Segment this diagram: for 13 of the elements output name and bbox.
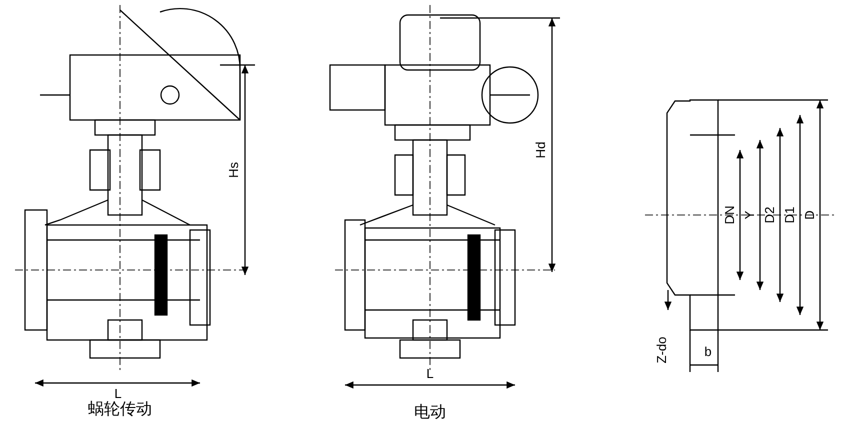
figure-caption: 蜗轮传动: [88, 401, 152, 419]
dimension-label: DN: [723, 206, 737, 224]
dimension-label: L: [114, 387, 122, 401]
dimension-label: Hd: [534, 142, 548, 158]
dimension-label: Y: [743, 210, 757, 220]
dimension-label: Z-do: [655, 336, 669, 364]
dimension-label: Hs: [227, 162, 241, 178]
figure-caption: 电动: [414, 404, 446, 422]
dimension-label: D1: [783, 206, 797, 224]
dimension-label: b: [704, 345, 712, 359]
dimension-label: D: [803, 210, 817, 220]
dimension-label: D2: [763, 206, 777, 224]
dimension-label: L: [426, 367, 434, 381]
